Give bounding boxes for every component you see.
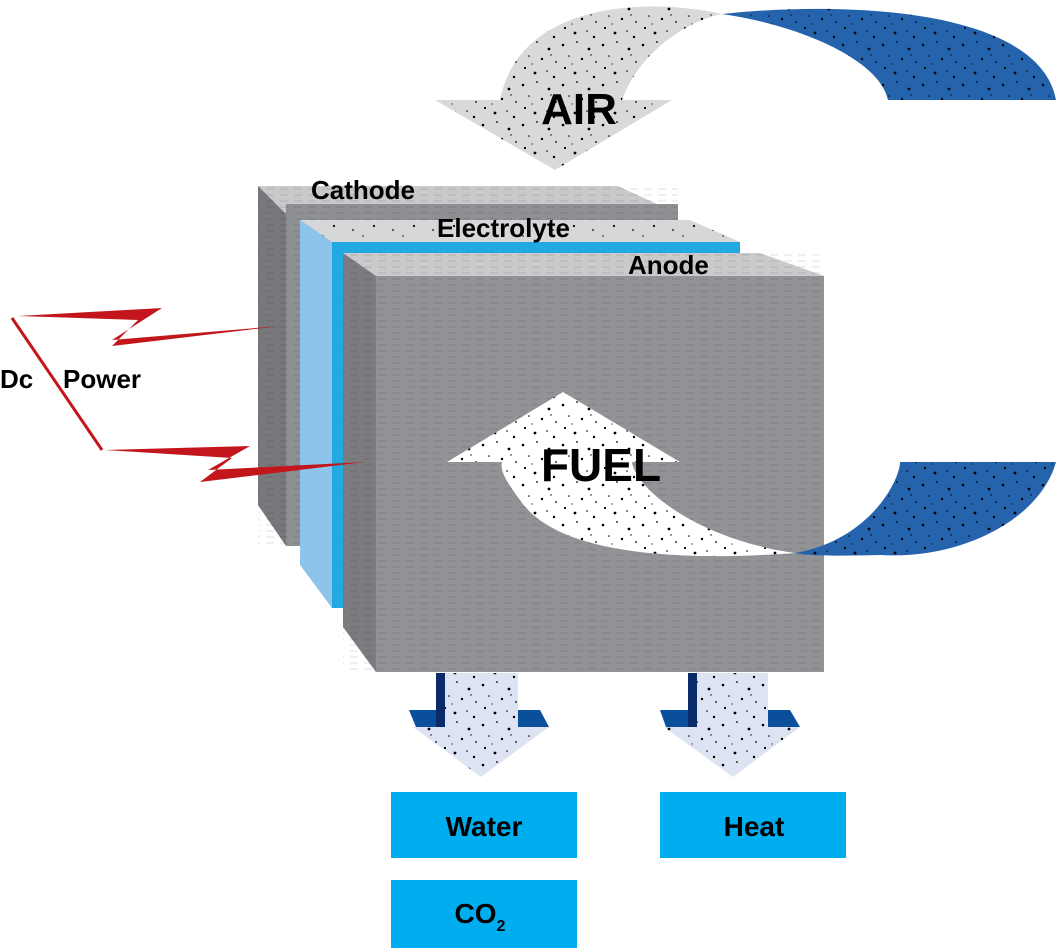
air-recycle-tail <box>722 8 1056 100</box>
fuel-arrow: FUEL <box>447 392 795 557</box>
cathode-label: Cathode <box>311 175 415 205</box>
water-output-box: Water <box>391 792 577 858</box>
heat-output-box: Heat <box>660 792 846 858</box>
electrolyte-label: Electrolyte <box>437 213 570 243</box>
co2-output-box: CO2 <box>391 880 577 948</box>
power-label: Power <box>63 364 141 394</box>
anode-plate: Anode <box>343 250 824 672</box>
co2-label: CO2 <box>455 898 506 935</box>
dc-label: Dc <box>0 364 33 394</box>
water-output-arrow <box>409 673 549 777</box>
air-label: AIR <box>541 85 617 134</box>
heat-output-arrow <box>660 673 800 777</box>
heat-label: Heat <box>724 811 785 842</box>
anode-label: Anode <box>628 250 709 280</box>
co2-subscript: 2 <box>497 918 506 935</box>
upper-wire <box>18 308 280 346</box>
water-label: Water <box>446 811 523 842</box>
fuel-label: FUEL <box>541 439 661 491</box>
switch-line <box>10 317 104 451</box>
air-arrow: AIR <box>435 6 722 170</box>
fuel-recycle-tail <box>795 462 1056 556</box>
dc-power-circuit: Dc Power <box>0 308 365 482</box>
lower-wire <box>105 446 365 482</box>
co2-base: CO <box>455 898 497 929</box>
